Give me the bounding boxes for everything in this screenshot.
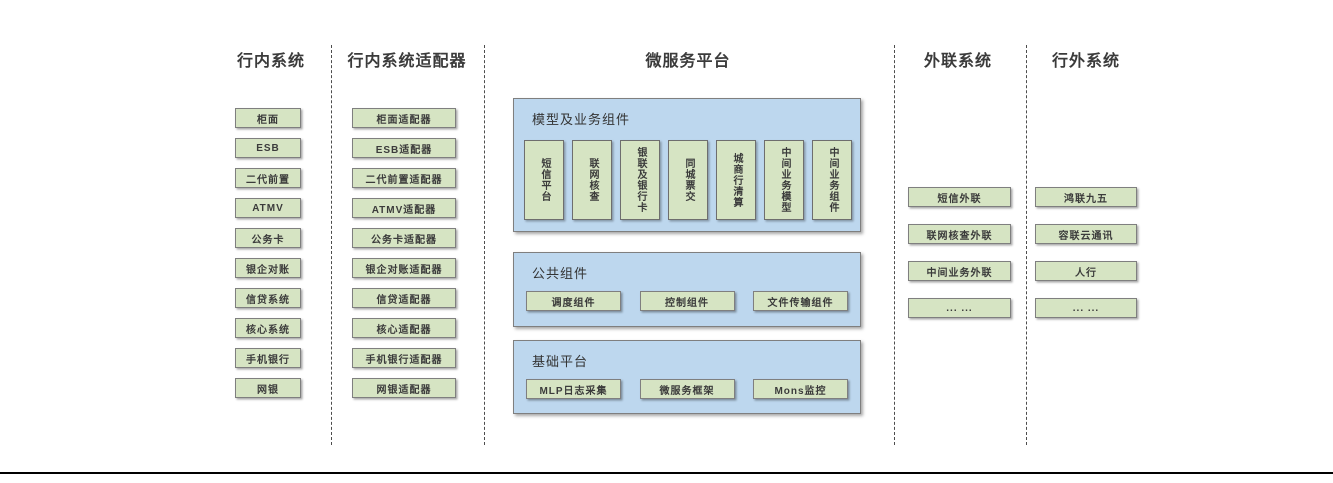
adapter-systems-column: 柜面适配器 ESB适配器二代前置适配器 ATMV适配器公务卡适配器银企对账适配器信贷… xyxy=(352,108,456,408)
model-component-box: 中间业务组件 xyxy=(812,140,852,220)
bottom-divider-line xyxy=(0,472,1333,474)
container-title: 模型及业务组件 xyxy=(532,112,631,127)
container-title: 公共组件 xyxy=(532,266,589,281)
column-header-adapters: 行内系统适配器 xyxy=(347,53,467,70)
base-platform-box: 微服务框架 xyxy=(639,379,735,399)
external-systems-column: 鸿联九五容联云通讯人行 ... ... xyxy=(1035,187,1137,335)
internal-system-box: 公务卡 xyxy=(235,228,301,248)
outbound-system-box: 中间业务外联 xyxy=(908,261,1011,281)
adapter-system-box: 网银适配器 xyxy=(352,378,456,398)
common-components-container: 公共组件 调度组件控制组件文件传输组件 xyxy=(513,252,861,327)
internal-system-box: 柜面 xyxy=(235,108,301,128)
internal-systems-column: 柜面 ESB 二代前置 ATMV 公务卡银企对账信贷系统核心系统手机银行网银 xyxy=(235,108,301,408)
external-system-box: 容联云通讯 xyxy=(1035,224,1137,244)
dashed-separator xyxy=(484,45,485,445)
external-system-box: ... ... xyxy=(1035,298,1137,318)
adapter-system-box: 手机银行适配器 xyxy=(352,348,456,368)
internal-system-box: 网银 xyxy=(235,378,301,398)
model-component-box: 同城票交 xyxy=(668,140,708,220)
base-platform-box: Mons监控 xyxy=(753,379,848,399)
dashed-separator xyxy=(894,45,895,445)
model-component-box: 银联及银行卡 xyxy=(620,140,660,220)
external-system-box: 人行 xyxy=(1035,261,1137,281)
common-component-box: 调度组件 xyxy=(526,291,621,311)
column-header-platform: 微服务平台 xyxy=(645,53,731,70)
internal-system-box: 二代前置 xyxy=(235,168,301,188)
column-header-internal: 行内系统 xyxy=(236,53,305,70)
outbound-system-box: 联网核查外联 xyxy=(908,224,1011,244)
internal-system-box: 信贷系统 xyxy=(235,288,301,308)
outbound-system-box: 短信外联 xyxy=(908,187,1011,207)
common-components-row: 调度组件控制组件文件传输组件 xyxy=(526,291,848,311)
external-system-box: 鸿联九五 xyxy=(1035,187,1137,207)
dashed-separator xyxy=(331,45,332,445)
internal-system-box: ESB xyxy=(235,138,301,158)
internal-system-box: 核心系统 xyxy=(235,318,301,338)
container-title: 基础平台 xyxy=(532,354,589,369)
adapter-system-box: 二代前置适配器 xyxy=(352,168,456,188)
outbound-system-box: ... ... xyxy=(908,298,1011,318)
model-component-box: 短信平台 xyxy=(524,140,564,220)
adapter-system-box: ESB适配器 xyxy=(352,138,456,158)
outbound-systems-column: 短信外联联网核查外联中间业务外联 ... ... xyxy=(908,187,1011,335)
column-header-outbound: 外联系统 xyxy=(923,53,992,70)
base-platform-box: MLP日志采集 xyxy=(526,379,621,399)
adapter-system-box: ATMV适配器 xyxy=(352,198,456,218)
adapter-system-box: 公务卡适配器 xyxy=(352,228,456,248)
model-component-box: 城商行清算 xyxy=(716,140,756,220)
model-component-box: 联网核查 xyxy=(572,140,612,220)
model-business-components-container: 模型及业务组件 短信平台联网核查银联及银行卡同城票交城商行清算中间业务模型中间业… xyxy=(513,98,861,232)
column-header-external: 行外系统 xyxy=(1051,53,1120,70)
internal-system-box: 银企对账 xyxy=(235,258,301,278)
common-component-box: 控制组件 xyxy=(639,291,735,311)
adapter-system-box: 柜面适配器 xyxy=(352,108,456,128)
model-components-row: 短信平台联网核查银联及银行卡同城票交城商行清算中间业务模型中间业务组件 xyxy=(524,140,852,220)
common-component-box: 文件传输组件 xyxy=(753,291,848,311)
adapter-system-box: 核心适配器 xyxy=(352,318,456,338)
adapter-system-box: 信贷适配器 xyxy=(352,288,456,308)
internal-system-box: 手机银行 xyxy=(235,348,301,368)
internal-system-box: ATMV xyxy=(235,198,301,218)
base-platform-row: MLP日志采集微服务框架 Mons监控 xyxy=(526,379,848,399)
model-component-box: 中间业务模型 xyxy=(764,140,804,220)
adapter-system-box: 银企对账适配器 xyxy=(352,258,456,278)
base-platform-container: 基础平台 MLP日志采集微服务框架 Mons监控 xyxy=(513,340,861,414)
dashed-separator xyxy=(1026,45,1027,445)
